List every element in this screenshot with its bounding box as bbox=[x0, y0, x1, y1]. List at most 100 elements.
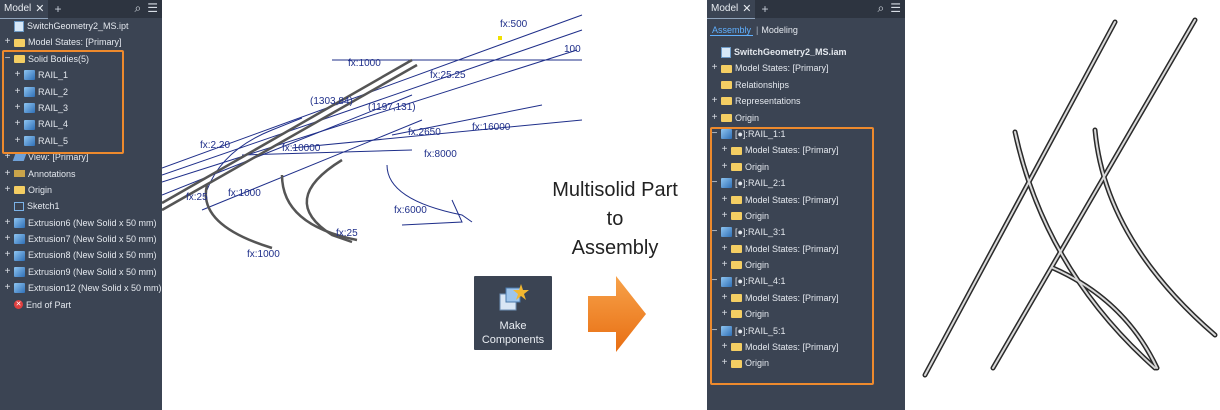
expand-toggle-icon[interactable]: + bbox=[4, 216, 11, 228]
expand-toggle-icon[interactable]: − bbox=[4, 52, 11, 64]
expand-toggle-icon[interactable]: − bbox=[711, 127, 718, 139]
tree-node[interactable]: +Extrusion8 (New Solid x 50 mm) bbox=[0, 247, 162, 263]
add-tab-icon[interactable]: + bbox=[761, 2, 769, 16]
expand-toggle-icon[interactable]: + bbox=[14, 69, 21, 81]
tab-label: Model bbox=[711, 3, 739, 14]
expand-toggle-icon[interactable]: + bbox=[721, 144, 728, 156]
tree-node[interactable]: −[●]:RAIL_2:1 bbox=[707, 175, 905, 191]
end-of-part-icon: ✕ bbox=[14, 300, 23, 310]
make-components-button[interactable]: Make Components bbox=[474, 276, 552, 350]
expand-toggle-icon[interactable]: + bbox=[14, 85, 21, 97]
expand-toggle-icon[interactable]: + bbox=[14, 118, 21, 130]
expand-toggle-icon[interactable]: − bbox=[711, 275, 718, 287]
expand-toggle-icon[interactable]: + bbox=[711, 111, 718, 123]
tab-model[interactable]: Model ✕ bbox=[707, 0, 756, 19]
tree-node[interactable]: +RAIL_4 bbox=[0, 116, 162, 132]
expand-toggle-icon[interactable]: + bbox=[721, 160, 728, 172]
tree-node[interactable]: +Model States: [Primary] bbox=[707, 142, 905, 158]
expand-toggle-icon[interactable]: + bbox=[711, 95, 718, 107]
browser-mode-tabs: Assembly | Modeling bbox=[707, 22, 905, 38]
expand-toggle-icon[interactable]: + bbox=[711, 62, 718, 74]
tree-node[interactable]: +Extrusion12 (New Solid x 50 mm) bbox=[0, 280, 162, 296]
close-icon[interactable]: ✕ bbox=[35, 3, 45, 15]
extrusion-icon bbox=[14, 234, 25, 245]
expand-toggle-icon[interactable]: + bbox=[14, 134, 21, 146]
expand-toggle-icon[interactable]: + bbox=[721, 308, 728, 320]
menu-icon[interactable]: ☰ bbox=[890, 1, 901, 15]
tree-node[interactable]: +RAIL_1 bbox=[0, 67, 162, 83]
expand-toggle-icon[interactable]: + bbox=[4, 249, 11, 261]
tree-node[interactable]: +Origin bbox=[0, 182, 162, 198]
expand-toggle-icon[interactable]: + bbox=[4, 167, 11, 179]
tree-node[interactable]: +Extrusion7 (New Solid x 50 mm) bbox=[0, 231, 162, 247]
tree-node[interactable]: +RAIL_2 bbox=[0, 84, 162, 100]
tree-node[interactable]: −[●]:RAIL_3:1 bbox=[707, 224, 905, 240]
tree-node[interactable]: +Origin bbox=[707, 355, 905, 371]
tab-assembly[interactable]: Assembly bbox=[710, 24, 754, 36]
expand-toggle-icon[interactable]: + bbox=[4, 233, 11, 245]
tree-node[interactable]: −[●]:RAIL_5:1 bbox=[707, 323, 905, 339]
search-icon[interactable]: ⌕ bbox=[877, 1, 885, 15]
tree-node[interactable]: SwitchGeometry2_MS.ipt bbox=[0, 18, 162, 34]
rail-highlight bbox=[992, 19, 1196, 369]
expand-toggle-icon[interactable]: + bbox=[721, 209, 728, 221]
expand-toggle-icon[interactable]: + bbox=[4, 183, 11, 195]
tree-node-label: Relationships bbox=[735, 79, 790, 90]
expand-toggle-icon[interactable]: + bbox=[721, 341, 728, 353]
tree-node[interactable]: +Origin bbox=[707, 306, 905, 322]
tree-node[interactable]: Relationships bbox=[707, 77, 905, 93]
close-icon[interactable]: ✕ bbox=[742, 3, 752, 15]
tree-node[interactable]: Sketch1 bbox=[0, 198, 162, 214]
expand-toggle-icon[interactable]: + bbox=[721, 357, 728, 369]
expand-toggle-icon[interactable]: − bbox=[711, 177, 718, 189]
rail-highlight bbox=[924, 21, 1116, 376]
expand-toggle-icon[interactable]: − bbox=[711, 226, 718, 238]
tree-node[interactable]: ✕End of Part bbox=[0, 297, 162, 313]
tree-node[interactable]: +Origin bbox=[707, 208, 905, 224]
tree-node[interactable]: −[●]:RAIL_4:1 bbox=[707, 273, 905, 289]
tree-node[interactable]: +Annotations bbox=[0, 166, 162, 182]
dimension-label: (1197,131) bbox=[368, 102, 416, 113]
tree-node[interactable]: +Model States: [Primary] bbox=[707, 60, 905, 76]
tree-node-label: Extrusion9 (New Solid x 50 mm) bbox=[28, 266, 157, 277]
tree-node[interactable]: +Model States: [Primary] bbox=[707, 339, 905, 355]
rail-highlight bbox=[1014, 131, 1156, 369]
expand-toggle-icon[interactable]: + bbox=[721, 259, 728, 271]
expand-toggle-icon[interactable]: + bbox=[721, 193, 728, 205]
expand-toggle-icon[interactable]: + bbox=[4, 265, 11, 277]
tree-node-label: RAIL_3 bbox=[38, 102, 69, 113]
expand-toggle-icon[interactable]: + bbox=[4, 151, 11, 163]
tree-node[interactable]: +Model States: [Primary] bbox=[707, 192, 905, 208]
search-icon[interactable]: ⌕ bbox=[134, 1, 142, 15]
assembly-doc-icon bbox=[721, 46, 731, 58]
tree-node-label: Model States: [Primary] bbox=[28, 37, 122, 48]
tree-node[interactable]: −Solid Bodies(5) bbox=[0, 51, 162, 67]
expand-toggle-icon[interactable]: + bbox=[721, 291, 728, 303]
tree-node[interactable]: +Model States: [Primary] bbox=[707, 241, 905, 257]
tree-node[interactable]: SwitchGeometry2_MS.iam bbox=[707, 44, 905, 60]
tree-node[interactable]: +Model States: [Primary] bbox=[707, 290, 905, 306]
arrow-right-icon bbox=[588, 276, 646, 352]
tree-node[interactable]: +Origin bbox=[707, 110, 905, 126]
tree-node[interactable]: +RAIL_5 bbox=[0, 133, 162, 149]
dimension-label: fx:1000 bbox=[228, 188, 261, 199]
tree-node[interactable]: +Origin bbox=[707, 159, 905, 175]
expand-toggle-icon[interactable]: + bbox=[14, 101, 21, 113]
tree-node[interactable]: + RAIL_3 bbox=[0, 100, 162, 116]
tree-node[interactable]: +Extrusion6 (New Solid x 50 mm) bbox=[0, 215, 162, 231]
tree-node[interactable]: +Representations bbox=[707, 93, 905, 109]
tree-node[interactable]: + Extrusion9 (New Solid x 50 mm) bbox=[0, 264, 162, 280]
tree-node[interactable]: + Model States: [Primary] bbox=[0, 34, 162, 50]
sketch-line bbox=[201, 119, 423, 211]
expand-toggle-icon[interactable]: − bbox=[711, 324, 718, 336]
tab-model[interactable]: Model ✕ bbox=[0, 0, 49, 19]
expand-toggle-icon[interactable]: + bbox=[4, 282, 11, 294]
tree-node[interactable]: −[●]:RAIL_1:1 bbox=[707, 126, 905, 142]
menu-icon[interactable]: ☰ bbox=[147, 1, 158, 15]
tree-node[interactable]: +View: [Primary] bbox=[0, 149, 162, 165]
tree-node[interactable]: +Origin bbox=[707, 257, 905, 273]
expand-toggle-icon[interactable]: + bbox=[721, 242, 728, 254]
expand-toggle-icon[interactable]: + bbox=[4, 36, 11, 48]
add-tab-icon[interactable]: + bbox=[54, 2, 62, 16]
tab-modeling[interactable]: Modeling bbox=[761, 25, 798, 35]
